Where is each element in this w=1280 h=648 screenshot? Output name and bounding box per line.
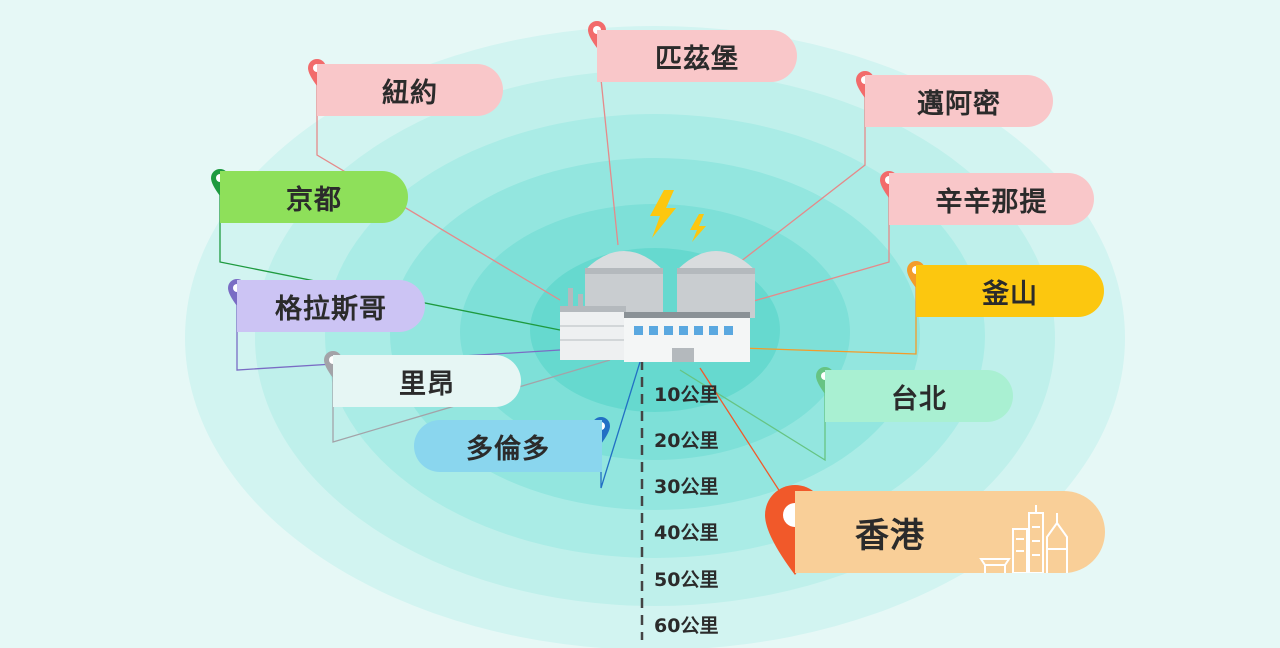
lightning-bolt-icon [650, 190, 676, 238]
city-tag-cincinnati: 辛辛那提 [889, 173, 1094, 225]
ring-label-20km: 20公里 [654, 430, 719, 452]
city-label: 釜山 [982, 278, 1038, 310]
city-label: 台北 [891, 383, 947, 415]
city-tag-toronto: 多倫多 [414, 420, 602, 472]
city-tag-lyon: 里昂 [333, 355, 521, 407]
lightning-bolt-small-icon [690, 214, 706, 242]
ring-label-30km: 30公里 [654, 476, 719, 498]
ring-label-60km: 60公里 [654, 615, 719, 637]
city-label: 多倫多 [466, 433, 550, 465]
city-label: 匹茲堡 [655, 43, 739, 75]
ring-label-50km: 50公里 [654, 569, 719, 591]
city-label: 香港 [855, 515, 925, 556]
city-tag-miami: 邁阿密 [865, 75, 1053, 127]
city-label: 辛辛那提 [935, 186, 1048, 218]
city-label: 格拉斯哥 [275, 293, 387, 325]
ring-label-10km: 10公里 [654, 384, 719, 406]
city-tag-pittsburgh: 匹茲堡 [597, 30, 797, 82]
city-tag-taipei: 台北 [825, 370, 1013, 422]
city-label: 紐約 [382, 77, 438, 109]
city-tag-kyoto: 京都 [220, 171, 408, 223]
city-tag-hongkong: 香港 [795, 491, 1105, 573]
city-label: 里昂 [399, 368, 455, 400]
city-label: 京都 [286, 184, 342, 216]
hongkong-skyline-icon [979, 505, 1068, 573]
city-tag-newyork: 紐約 [317, 64, 503, 116]
ring-label-40km: 40公里 [654, 522, 719, 544]
nuclear-power-plant-icon [560, 190, 755, 362]
city-tag-glasgow: 格拉斯哥 [237, 280, 425, 332]
city-label: 邁阿密 [917, 88, 1001, 120]
city-tag-busan: 釜山 [916, 265, 1104, 317]
